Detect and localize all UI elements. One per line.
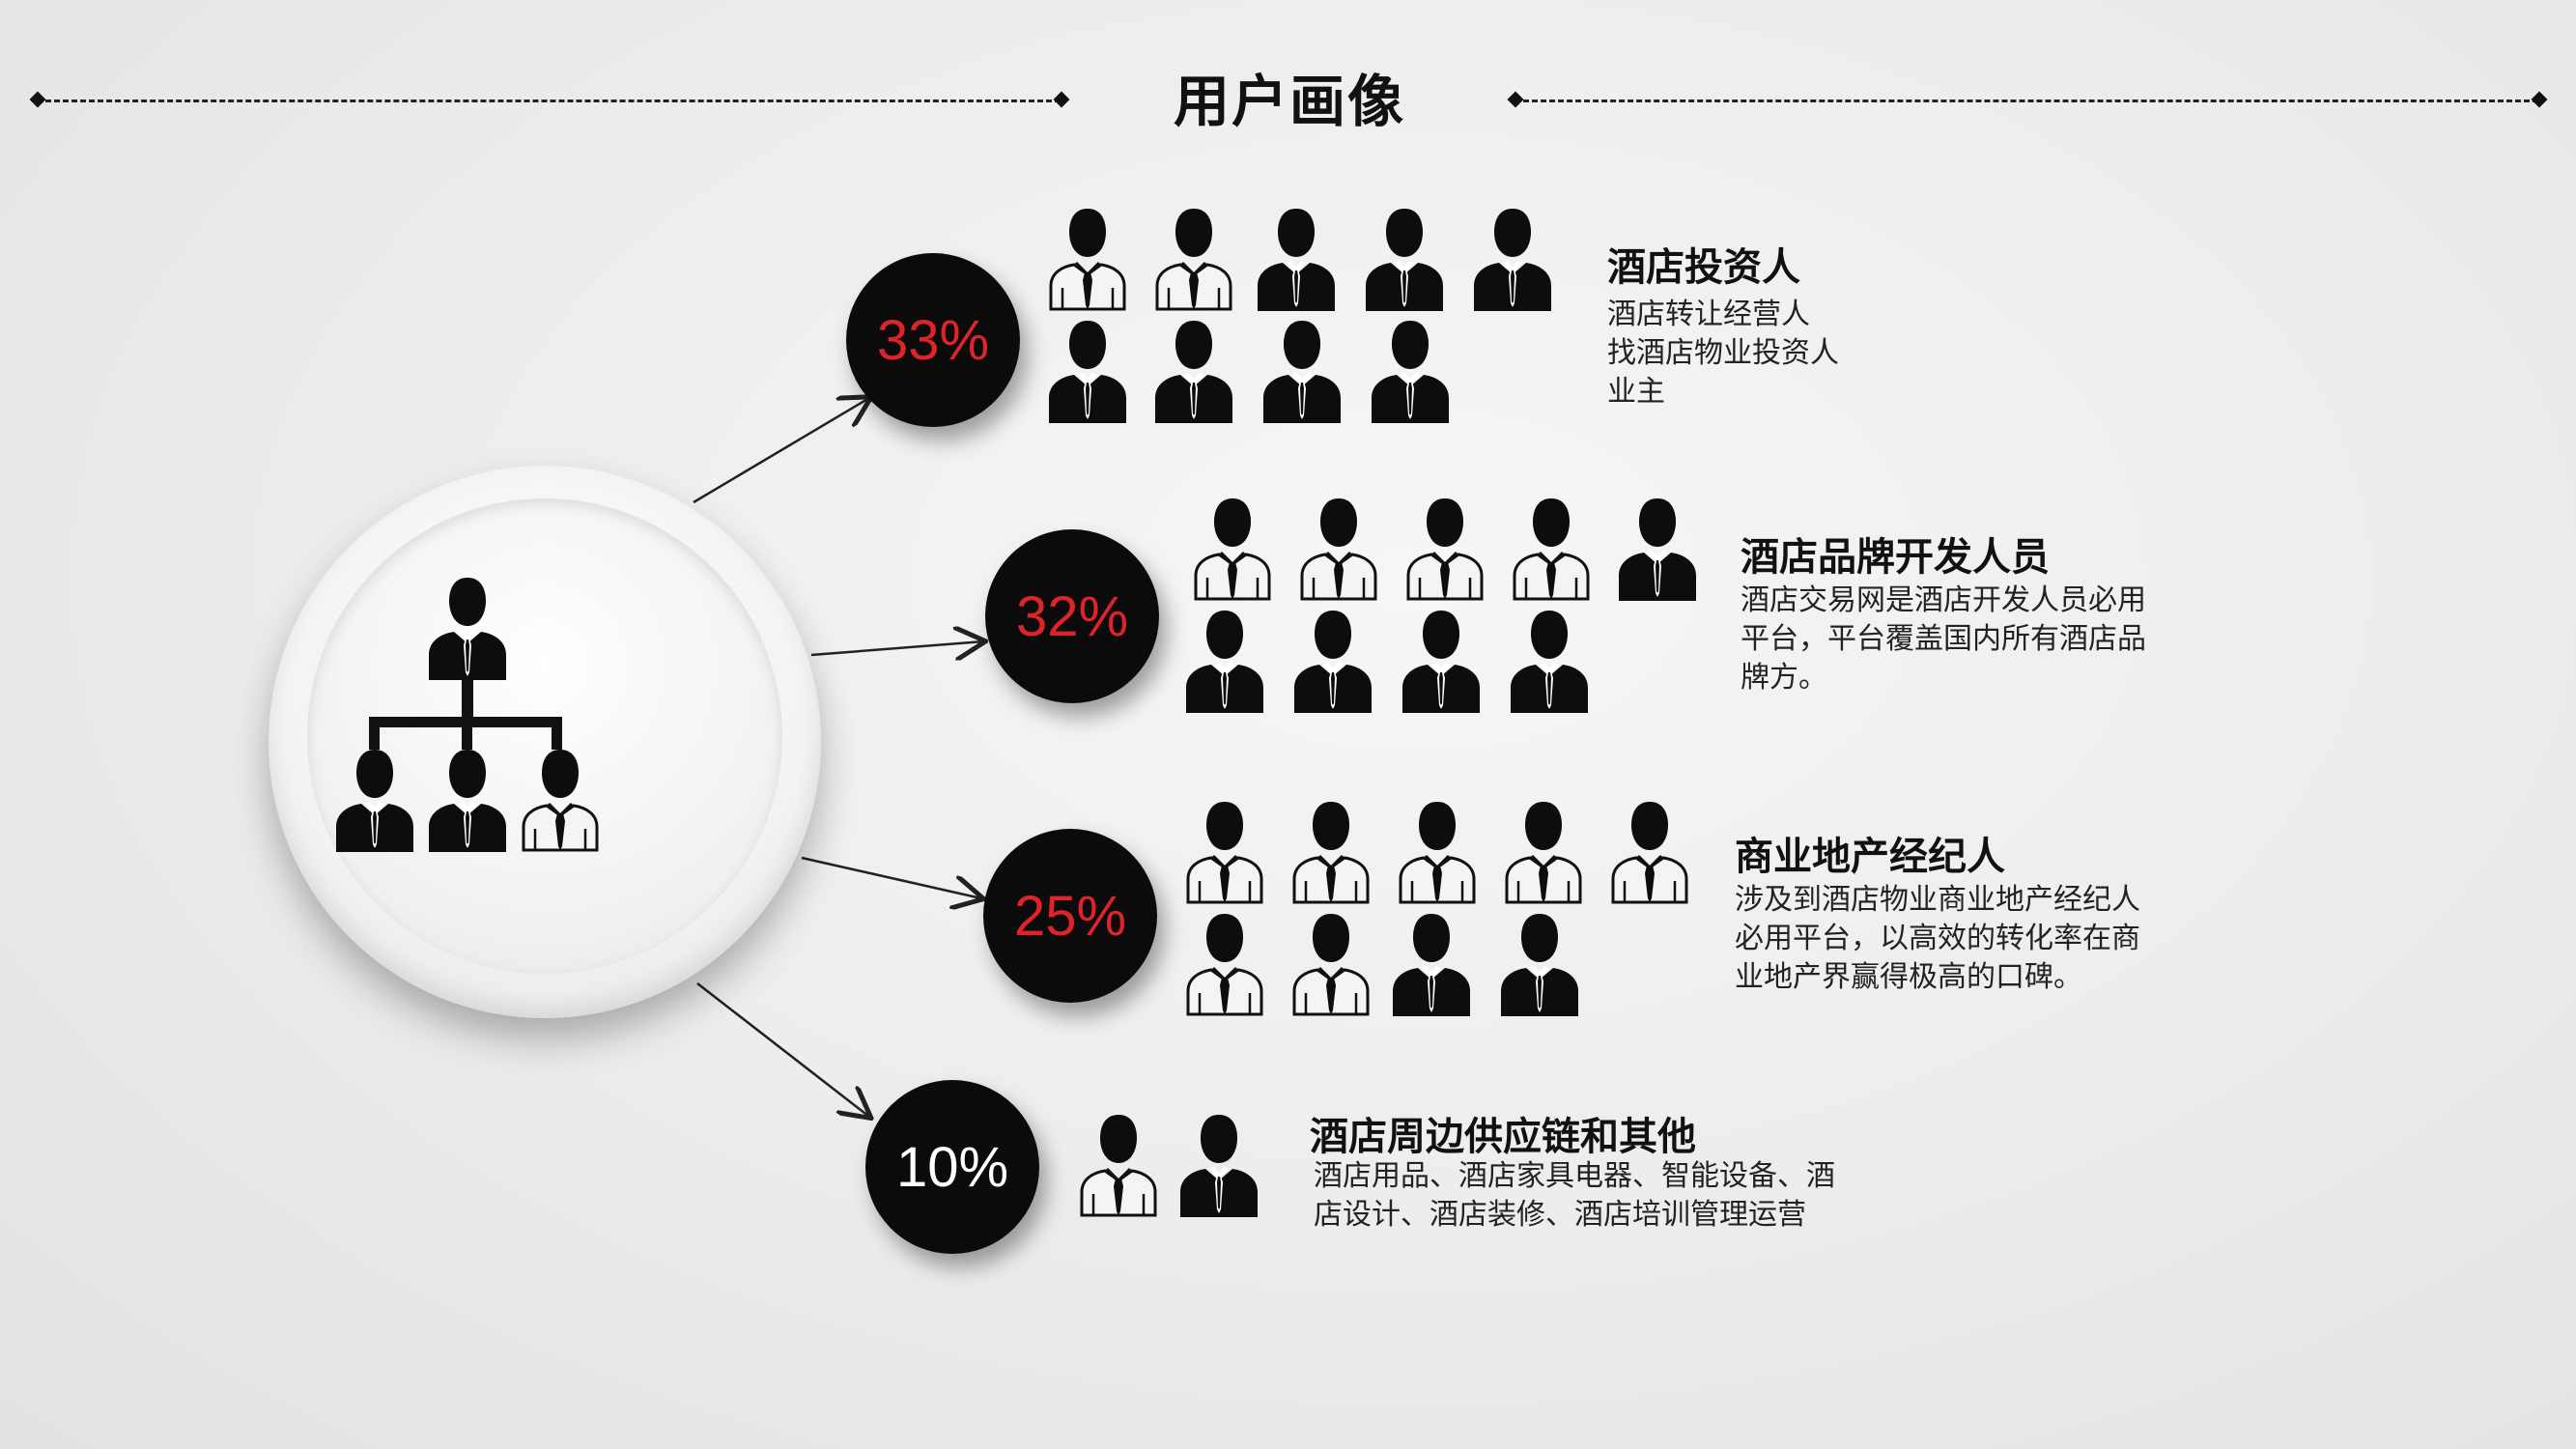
person-light-icon <box>1507 495 1596 603</box>
hub-inner <box>307 498 782 974</box>
org-chart-icon <box>336 578 599 852</box>
person-dark-icon <box>1360 205 1449 313</box>
percent-badge-10: 10% <box>865 1080 1039 1254</box>
person-dark-icon <box>1180 607 1269 715</box>
percent-badge-33: 33% <box>846 253 1020 427</box>
person-light-icon <box>1149 205 1238 313</box>
person-light-icon <box>1188 495 1277 603</box>
person-dark-icon <box>1149 317 1238 425</box>
header-divider-left <box>37 99 1061 102</box>
person-dark-icon <box>1397 607 1486 715</box>
person-dark-icon <box>1252 205 1341 313</box>
arrow-to-10 <box>696 982 869 1117</box>
person-dark-icon <box>1613 495 1702 603</box>
percent-badge-32: 32% <box>985 529 1159 703</box>
category-title: 酒店投资人 <box>1607 245 1800 290</box>
person-dark-icon <box>1258 317 1346 425</box>
person-light-icon <box>1043 205 1132 313</box>
category-description: 酒店转让经营人 找酒店物业投资人 业主 <box>1607 298 1839 409</box>
category-title: 酒店品牌开发人员 <box>1741 535 2050 580</box>
person-light-icon <box>1401 495 1489 603</box>
person-dark-icon <box>1288 607 1377 715</box>
page-title: 用户画像 <box>1173 69 1405 134</box>
center-hub <box>269 466 821 1018</box>
person-light-icon <box>1294 495 1383 603</box>
arrow-to-32 <box>810 641 983 655</box>
person-light-icon <box>1180 910 1269 1018</box>
person-light-icon <box>1287 910 1375 1018</box>
person-dark-icon <box>1366 317 1455 425</box>
person-light-icon <box>1393 798 1482 906</box>
person-dark-icon <box>1495 910 1584 1018</box>
person-light-icon <box>1605 798 1694 906</box>
person-dark-icon <box>1175 1111 1263 1219</box>
percent-badge-25: 25% <box>983 829 1157 1003</box>
category-title: 酒店周边供应链和其他 <box>1310 1115 1696 1159</box>
person-dark-icon <box>1468 205 1557 313</box>
person-light-icon <box>1180 798 1269 906</box>
person-dark-icon <box>1387 910 1476 1018</box>
header-divider-right <box>1514 99 2538 102</box>
person-light-icon <box>1287 798 1375 906</box>
category-description: 酒店用品、酒店家具电器、智能设备、酒 店设计、酒店装修、酒店培训管理运营 <box>1314 1159 1835 1232</box>
arrow-to-33 <box>693 398 869 504</box>
person-dark-icon <box>1043 317 1132 425</box>
person-dark-icon <box>1505 607 1594 715</box>
category-description: 涉及到酒店物业商业地产经纪人 必用平台，以高效的转化率在商 业地产界赢得极高的口… <box>1735 883 2140 994</box>
category-description: 酒店交易网是酒店开发人员必用 平台，平台覆盖国内所有酒店品 牌方。 <box>1741 583 2146 695</box>
person-light-icon <box>1074 1111 1163 1219</box>
arrow-to-25 <box>801 856 981 898</box>
category-title: 商业地产经纪人 <box>1735 835 2005 879</box>
person-light-icon <box>1499 798 1588 906</box>
